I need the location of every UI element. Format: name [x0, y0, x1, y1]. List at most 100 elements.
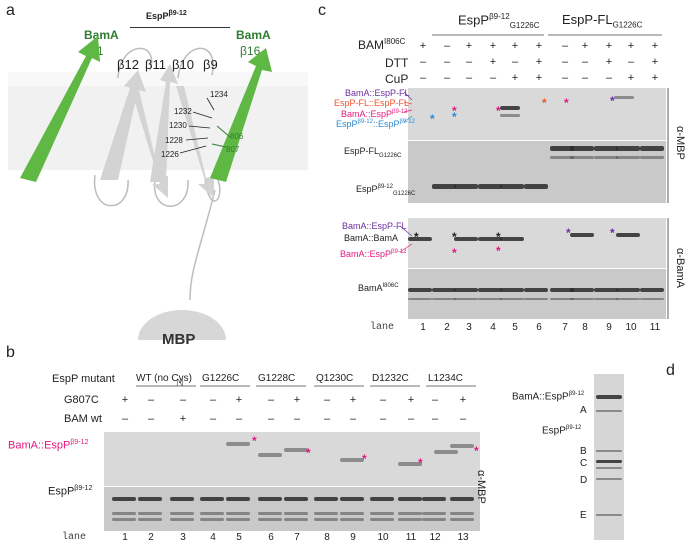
gel-band [422, 518, 446, 521]
c-dtt-value: – [561, 56, 569, 68]
gel-band [450, 497, 474, 501]
crosslink-marker: * [452, 246, 457, 260]
c-lane-number: 3 [466, 322, 472, 333]
gel-band [500, 114, 520, 117]
gel-band [226, 497, 250, 501]
crosslink-marker: * [362, 452, 367, 466]
crosslink-marker: * [452, 110, 457, 124]
gel-band [594, 146, 618, 151]
gel-band [616, 146, 640, 151]
gel-band [112, 512, 136, 515]
blot-d-lane [594, 374, 624, 540]
c-bam-value: + [651, 40, 659, 52]
c-dtt-value: – [465, 56, 473, 68]
crosslink-marker: * [496, 104, 501, 118]
gel-band [478, 184, 502, 189]
g807c-value: – [147, 394, 155, 406]
gel-band [258, 497, 282, 501]
gel-band [398, 512, 422, 515]
c-bam-value: + [605, 40, 613, 52]
c-label-espp912-sup: β9-12 [377, 184, 393, 190]
d-band-bama-espp [596, 395, 622, 399]
c-label-bama-espp912-text: BamA::EspP [341, 109, 393, 119]
c-dtt-value: + [489, 56, 497, 68]
bama-beta1-strand [20, 36, 100, 182]
c-dtt-value: + [651, 56, 659, 68]
gel-band [616, 233, 640, 237]
c-label2-bama-text: BamA [358, 283, 383, 293]
residue-806: 806 [230, 132, 244, 141]
mbp-label: MBP [162, 331, 196, 348]
d-label-b: B [580, 446, 587, 457]
gel-band [138, 497, 162, 501]
c-bam-value: – [443, 40, 451, 52]
crosslink-marker: * [452, 104, 457, 118]
gel-band [408, 237, 432, 241]
g807c-value: + [349, 394, 357, 406]
gel-band [340, 497, 364, 501]
crosslink-marker: * [452, 230, 457, 244]
c-bam-value: + [419, 40, 427, 52]
gel-band [594, 298, 618, 300]
g807c-value: – [431, 394, 439, 406]
gel-band [284, 518, 308, 521]
c-dtt-value: + [605, 56, 613, 68]
crosslink-marker: * [496, 244, 501, 258]
c-lane-number: 7 [562, 322, 568, 333]
gel-band [570, 233, 594, 237]
c-label-espp912-a: EspP [336, 119, 358, 129]
gel-band [640, 156, 664, 159]
gel-band [478, 237, 502, 241]
b-lane-number: 10 [377, 532, 389, 543]
gel-band [200, 497, 224, 501]
gel-band [422, 497, 446, 501]
c-label-espp912-espp912: EspPβ9-12::EspPβ9-12 [336, 119, 415, 129]
gel-band [478, 288, 502, 292]
bam-wt-value: – [235, 413, 243, 425]
b-crosslink-sup: β9-12 [70, 439, 89, 446]
g807c-value: – [323, 394, 331, 406]
loop-bottom-1 [93, 174, 129, 207]
mutant-g1228c: G1228C [258, 373, 296, 384]
gel-band [314, 497, 338, 501]
c-label-espp-fl-sub: G1226C [379, 152, 402, 159]
crosslink-marker: * [610, 94, 615, 108]
gel-band [138, 518, 162, 521]
c-cup-value: – [443, 72, 451, 84]
c-cup-value: + [511, 72, 519, 84]
panel-a-letter: a [6, 2, 15, 19]
gel-band [550, 288, 574, 292]
d-label-c: C [580, 458, 588, 469]
gel-band [284, 512, 308, 515]
c-lane-number: 2 [444, 322, 450, 333]
strand-label-11: β11 [145, 57, 166, 72]
b-lane-number: 8 [324, 532, 330, 543]
mutant-underlines [136, 385, 476, 387]
g807c-value: + [235, 394, 243, 406]
c-label-espp912-sup-b: β9-12 [399, 119, 415, 125]
strand-label-10: β10 [172, 57, 194, 72]
b-lane-number: 1 [122, 532, 128, 543]
panel-c-letter: c [318, 2, 326, 19]
c-group2-label: EspP-FLG1226C [562, 12, 642, 30]
c-group1-label: EspPβ9-12G1226C [458, 12, 540, 30]
b-lane-number: 9 [350, 532, 356, 543]
d-band-d [596, 478, 622, 480]
gel-band [500, 106, 520, 110]
d-label-e: E [580, 510, 587, 521]
c-lane-number: 4 [490, 322, 496, 333]
residue-1228: 1228 [165, 136, 183, 145]
bam-wt-value: – [267, 413, 275, 425]
gel-band [570, 288, 594, 292]
gel-band [432, 298, 456, 300]
gel-band [550, 156, 574, 159]
gel-band [226, 518, 250, 521]
gel-band [570, 298, 594, 300]
linker-to-mbp [189, 189, 216, 301]
espp-mutant-label: EspP mutant [52, 373, 115, 385]
c-label2-bama-espp912: BamA::EspPβ9-12 [340, 249, 407, 259]
c-lane-number: 10 [625, 322, 637, 333]
blot-c-bama-top [408, 218, 666, 268]
gel-band [112, 497, 136, 501]
gel-band [200, 518, 224, 521]
